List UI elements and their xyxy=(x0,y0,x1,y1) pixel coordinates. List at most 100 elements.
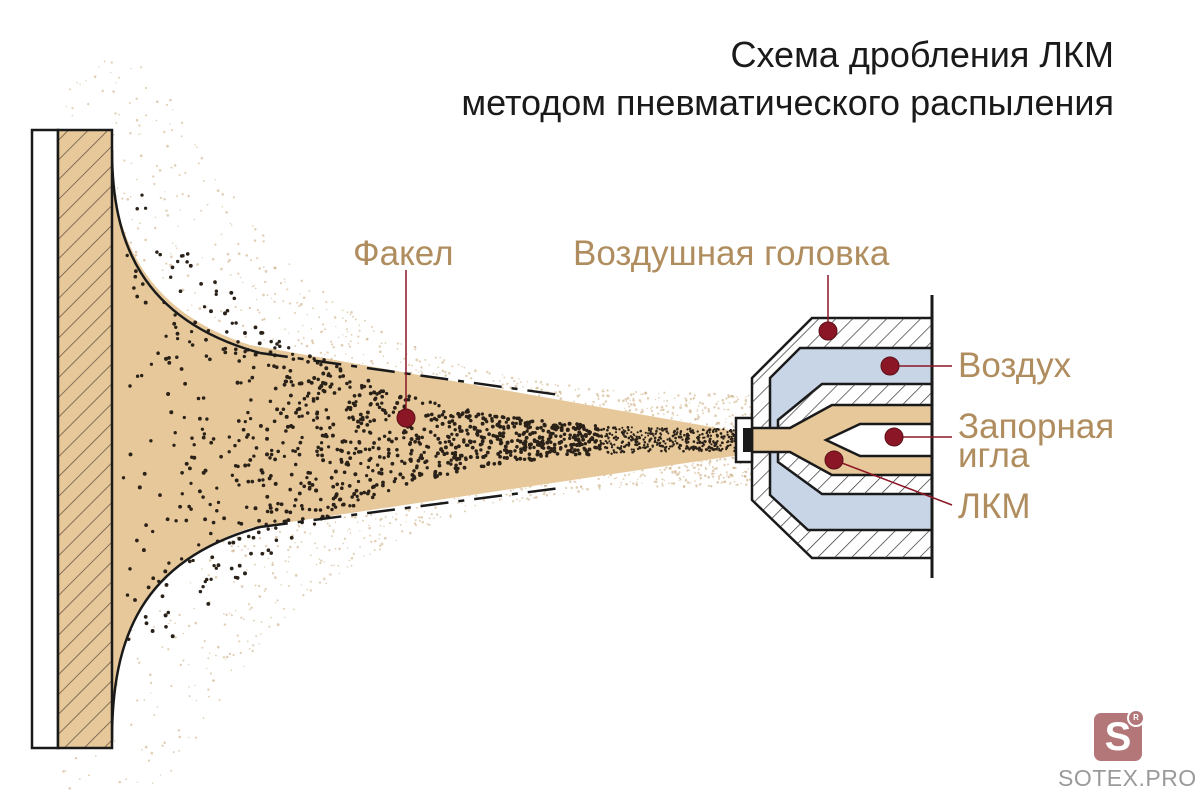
paint-droplet xyxy=(606,428,609,432)
paint-droplet xyxy=(306,359,310,364)
mist-droplet xyxy=(169,123,171,125)
paint-droplet xyxy=(720,435,724,438)
mist-droplet xyxy=(420,516,423,519)
paint-droplet xyxy=(518,422,522,426)
paint-droplet xyxy=(695,447,698,450)
paint-droplet xyxy=(330,507,334,512)
mist-droplet xyxy=(221,206,224,208)
paint-droplet xyxy=(638,446,641,450)
paint-droplet xyxy=(461,411,465,416)
mist-droplet xyxy=(689,411,692,414)
paint-droplet xyxy=(354,400,358,404)
paint-droplet xyxy=(686,428,689,431)
paint-droplet xyxy=(670,439,673,442)
paint-droplet xyxy=(426,445,431,449)
leader-lines xyxy=(405,270,953,506)
paint-droplet xyxy=(382,434,387,439)
paint-droplet xyxy=(578,422,583,427)
mist-droplet xyxy=(640,393,642,396)
mist-droplet xyxy=(74,756,78,760)
mist-droplet xyxy=(167,648,170,651)
paint-droplet xyxy=(265,427,270,432)
mist-droplet xyxy=(505,493,508,495)
mist-droplet xyxy=(155,164,159,168)
mist-droplet xyxy=(116,195,118,197)
paint-droplet xyxy=(368,419,372,424)
mist-droplet xyxy=(287,548,290,552)
mist-droplet xyxy=(731,475,734,478)
paint-droplet xyxy=(685,442,688,445)
paint-droplet xyxy=(125,253,129,258)
mist-droplet xyxy=(254,584,257,587)
paint-droplet xyxy=(320,453,325,458)
paint-droplet xyxy=(128,384,132,388)
paint-droplet xyxy=(374,483,379,487)
paint-droplet xyxy=(187,340,192,344)
paint-droplet xyxy=(545,454,549,458)
mist-droplet xyxy=(306,588,308,591)
mist-droplet xyxy=(252,225,254,227)
paint-droplet xyxy=(174,325,178,329)
paint-droplet xyxy=(673,431,676,434)
paint-droplet xyxy=(125,593,130,597)
paint-droplet xyxy=(176,337,180,341)
mist-droplet xyxy=(719,458,722,461)
paint-droplet xyxy=(315,449,319,454)
mist-droplet xyxy=(689,397,693,401)
mist-droplet xyxy=(383,525,385,528)
mist-droplet xyxy=(227,260,230,263)
paint-droplet xyxy=(470,445,475,450)
mist-droplet xyxy=(162,276,165,279)
paint-droplet xyxy=(287,376,292,380)
mist-droplet xyxy=(428,523,431,527)
paint-droplet xyxy=(549,440,553,445)
mist-droplet xyxy=(369,534,372,537)
sotex-logo[interactable]: S R xyxy=(1094,709,1145,761)
paint-droplet xyxy=(696,435,700,439)
mist-droplet xyxy=(333,564,335,567)
paint-droplet xyxy=(618,428,621,431)
paint-droplet xyxy=(442,410,446,414)
paint-droplet xyxy=(356,450,361,454)
paint-droplet xyxy=(230,321,234,325)
mist-droplet xyxy=(202,179,205,182)
paint-droplet xyxy=(293,449,298,454)
mist-droplet xyxy=(569,480,572,483)
mist-droplet xyxy=(651,413,655,417)
mist-droplet xyxy=(123,159,126,162)
mist-droplet xyxy=(356,521,359,523)
mist-droplet xyxy=(709,459,712,462)
paint-droplet xyxy=(498,420,502,424)
mist-droplet xyxy=(694,471,696,473)
paint-droplet xyxy=(294,410,298,415)
mist-droplet xyxy=(363,537,366,539)
paint-droplet xyxy=(329,475,334,480)
paint-droplet xyxy=(192,455,197,460)
mist-droplet xyxy=(684,464,687,467)
paint-droplet xyxy=(354,429,358,433)
mist-droplet xyxy=(140,66,143,69)
mist-droplet xyxy=(223,623,227,626)
mist-droplet xyxy=(211,257,215,261)
mist-droplet xyxy=(727,394,730,397)
paint-droplet xyxy=(265,494,270,499)
paint-droplet xyxy=(635,435,638,439)
paint-droplet xyxy=(183,381,188,386)
mist-droplet xyxy=(670,482,673,485)
mist-droplet xyxy=(514,384,518,388)
paint-droplet xyxy=(359,491,364,496)
paint-droplet xyxy=(214,289,219,293)
mist-droplet xyxy=(349,532,352,534)
paint-droplet xyxy=(367,447,372,451)
mist-droplet xyxy=(309,589,313,592)
paint-droplet xyxy=(288,368,293,373)
paint-droplet xyxy=(143,300,148,305)
mist-droplet xyxy=(118,780,122,784)
mist-droplet xyxy=(380,351,382,353)
brand-name[interactable]: SOTEX.PRO xyxy=(1058,765,1197,791)
paint-droplet xyxy=(607,451,610,454)
mist-droplet xyxy=(320,330,323,334)
paint-droplet xyxy=(488,413,492,418)
mist-droplet xyxy=(93,75,97,79)
mist-droplet xyxy=(506,494,508,496)
